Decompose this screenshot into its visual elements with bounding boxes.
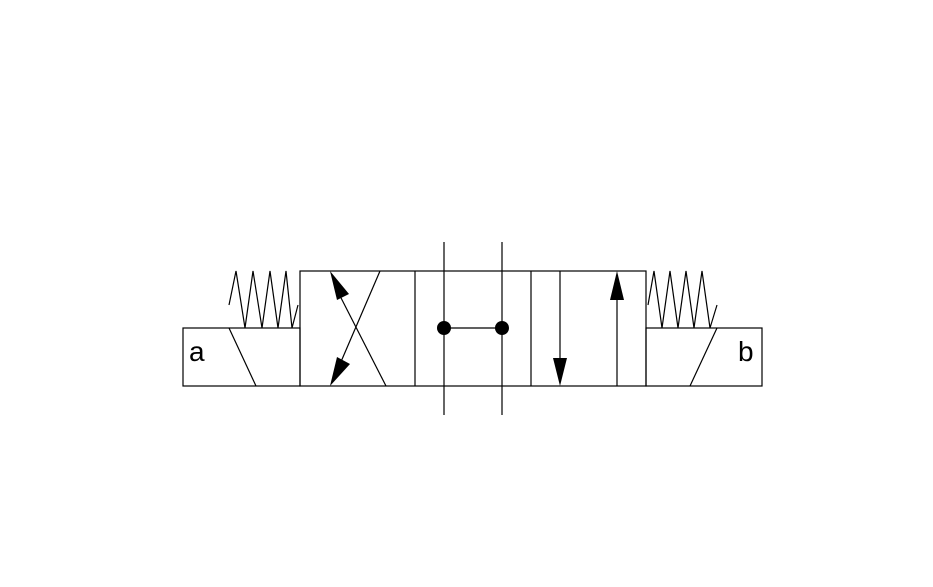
left-solenoid-diagonal [228, 327, 257, 387]
right-solenoid-box [645, 327, 763, 387]
left-spring-icon [228, 270, 299, 329]
arrow-up-left-icon [330, 271, 349, 300]
right-spring-icon [647, 270, 718, 329]
crossed-arrow-line-2 [336, 270, 381, 372]
arrow-up-icon [610, 271, 624, 300]
arrow-down-icon [553, 358, 567, 386]
arrow-down-left-icon [330, 357, 350, 386]
envelope-crossed-flow [330, 270, 387, 387]
crossed-arrow-line-1 [336, 289, 387, 387]
right-solenoid: b [645, 327, 763, 387]
envelope-center [437, 242, 509, 415]
right-solenoid-label: b [738, 336, 754, 367]
left-solenoid: a [182, 327, 301, 387]
left-solenoid-label: a [189, 336, 205, 367]
junction-dot-right [495, 321, 509, 335]
envelope-parallel-flow [553, 271, 624, 386]
junction-dot-left [437, 321, 451, 335]
right-solenoid-diagonal [689, 327, 718, 387]
